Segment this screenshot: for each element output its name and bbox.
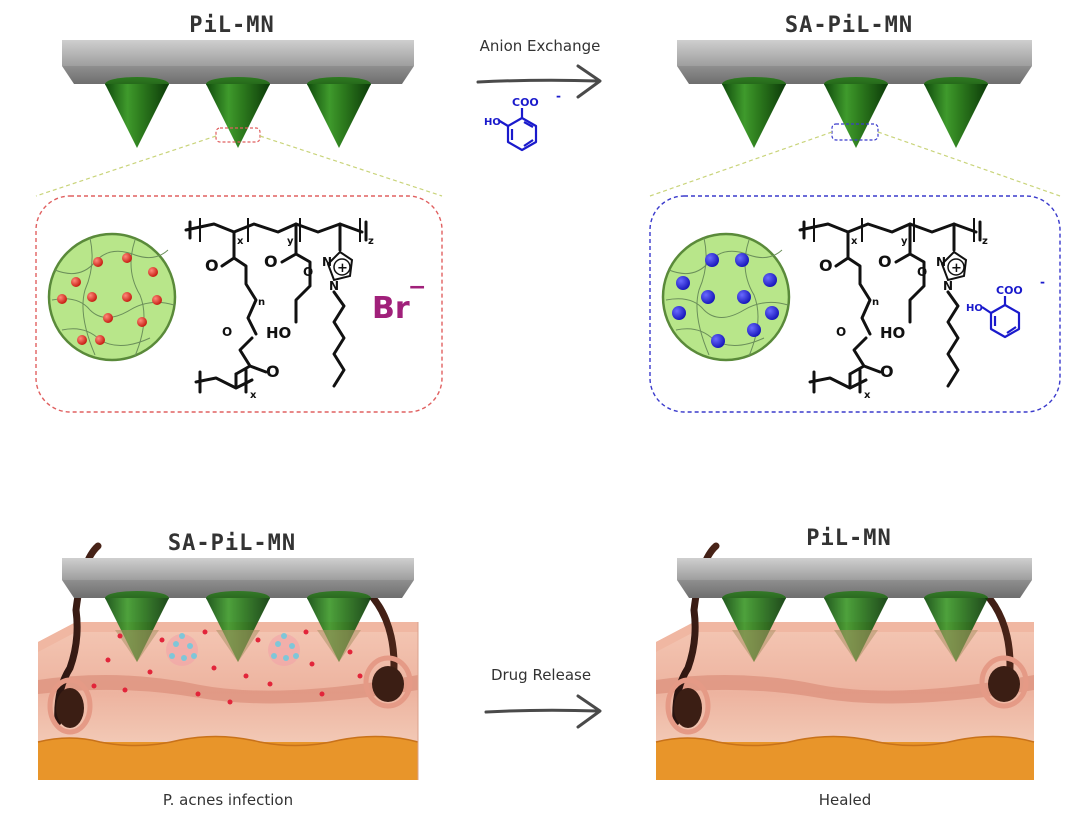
caption-infection: P. acnes infection xyxy=(163,791,293,809)
anion-exchange-arrow: Anion Exchange xyxy=(476,37,602,99)
needle-cone xyxy=(206,77,270,148)
ester-o: O xyxy=(303,265,313,279)
drug-dot-blue xyxy=(737,290,751,304)
drug-dot-blue xyxy=(676,276,690,290)
salicylate-coo: COO xyxy=(996,284,1023,297)
ester-o: O xyxy=(205,256,219,275)
ring-plus: + xyxy=(337,261,348,276)
salicylate-ho: HO xyxy=(966,303,983,314)
drug-dot-red xyxy=(152,295,162,305)
title-top-right: SA-PiL-MN xyxy=(785,13,913,38)
sub-y: y xyxy=(901,236,908,247)
title-bottom-right: PiL-MN xyxy=(806,526,891,551)
hydroxyl-ho: HO xyxy=(880,324,905,342)
anion-exchange-label: Anion Exchange xyxy=(480,37,601,55)
drug-dot-blue xyxy=(735,253,749,267)
needle-cone xyxy=(924,77,988,148)
ester-o: O xyxy=(222,325,232,339)
needle-cone xyxy=(307,591,371,662)
detail-box-pil: x y z O n O O x O O HO N + N xyxy=(35,195,443,413)
sub-z: z xyxy=(368,236,374,247)
salicylate-coo: COO xyxy=(512,96,539,109)
ester-o: O xyxy=(917,265,927,279)
drug-dot-red xyxy=(57,294,67,304)
needle-cone xyxy=(206,591,270,662)
drug-dot-blue xyxy=(711,334,725,348)
drug-dot-red xyxy=(77,335,87,345)
needle-cone xyxy=(824,591,888,662)
drug-dot-red xyxy=(137,317,147,327)
drug-dot-blue xyxy=(701,290,715,304)
drug-dot-blue xyxy=(705,253,719,267)
polymer-structure-pil: x y z O n O O x O O HO N + N xyxy=(184,218,374,401)
ester-o: O xyxy=(264,252,278,271)
drug-dot-red xyxy=(87,292,97,302)
needle-cone xyxy=(722,591,786,662)
ring-n: N xyxy=(329,279,339,293)
sub-z: z xyxy=(982,236,988,247)
sub-n: n xyxy=(872,297,879,308)
drug-dot-blue xyxy=(747,323,761,337)
drug-dot-red xyxy=(103,313,113,323)
drug-release-arrow: Drug Release xyxy=(484,666,602,729)
detail-box-sa-pil: x y z O n O O x O O HO N + N xyxy=(649,195,1061,413)
hydroxyl-ho: HO xyxy=(266,324,291,342)
microneedle-patch-top-right xyxy=(677,40,1032,148)
skin-scene-infected xyxy=(37,542,419,780)
ester-o: O xyxy=(266,362,280,381)
bromide-ion: Br xyxy=(372,291,410,326)
sub-x: x xyxy=(864,390,871,401)
needle-cone xyxy=(105,77,169,148)
ring-n: N xyxy=(943,279,953,293)
bacteria-cluster xyxy=(268,633,300,666)
caption-healed: Healed xyxy=(819,791,872,809)
title-top-left: PiL-MN xyxy=(189,13,274,38)
ester-o: O xyxy=(819,256,833,275)
ring-plus: + xyxy=(951,261,962,276)
drug-dot-red xyxy=(93,257,103,267)
hydrogel-bead xyxy=(47,232,177,362)
drug-dot-red xyxy=(122,292,132,302)
skin-scene-healed xyxy=(655,542,1035,780)
needle-cone xyxy=(824,77,888,148)
polymer-structure-sa-pil: x y z O n O O x O O HO N + N xyxy=(798,218,988,401)
drug-dot-red xyxy=(95,335,105,345)
bacteria-cluster xyxy=(166,633,198,666)
drug-dot-red xyxy=(122,253,132,263)
needle-cone xyxy=(307,77,371,148)
released-drug-dots xyxy=(91,629,363,705)
bromide-charge: − xyxy=(408,275,426,300)
drug-dot-blue xyxy=(763,273,777,287)
ring-n: N xyxy=(322,255,332,269)
salicylate-ho: HO xyxy=(484,117,501,128)
needle-cone xyxy=(924,591,988,662)
sub-y: y xyxy=(287,236,294,247)
ester-o: O xyxy=(878,252,892,271)
salicylate-counterion: COO - HO xyxy=(966,275,1045,339)
needle-cone xyxy=(722,77,786,148)
sub-x: x xyxy=(250,390,257,401)
zoom-marker xyxy=(215,127,261,143)
ring-n: N xyxy=(936,255,946,269)
sub-n: n xyxy=(258,297,265,308)
ester-o: O xyxy=(836,325,846,339)
sub-x: x xyxy=(851,236,858,247)
drug-dot-red xyxy=(148,267,158,277)
salicylate-charge: - xyxy=(556,89,561,103)
drug-dot-blue xyxy=(765,306,779,320)
ester-o: O xyxy=(880,362,894,381)
title-bottom-left: SA-PiL-MN xyxy=(168,531,296,556)
sub-x: x xyxy=(237,236,244,247)
needle-cone xyxy=(105,591,169,662)
microneedle-patch-top-left xyxy=(62,40,414,148)
drug-dot-red xyxy=(71,277,81,287)
salicylate-charge: - xyxy=(1040,275,1045,289)
hydrogel-bead xyxy=(661,232,791,362)
drug-release-label: Drug Release xyxy=(491,666,591,684)
salicylate-molecule: COO - HO xyxy=(484,89,561,152)
drug-dot-blue xyxy=(672,306,686,320)
